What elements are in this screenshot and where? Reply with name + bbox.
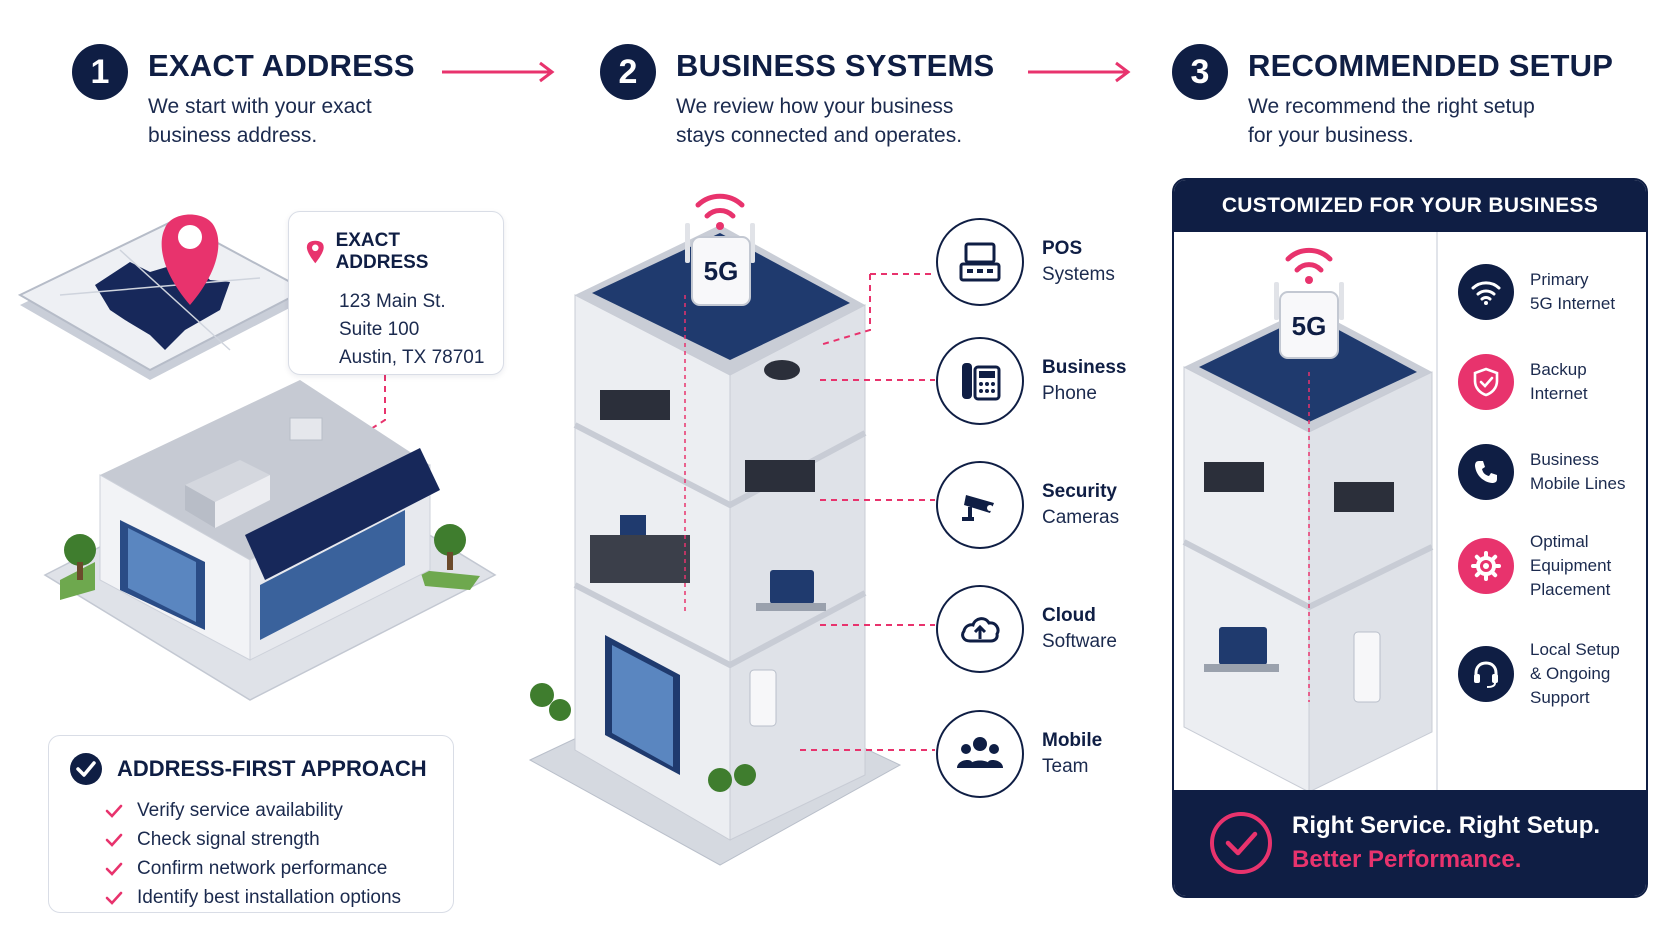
feature-label: Backup Internet <box>1530 360 1588 403</box>
address-line-3: Austin, TX 78701 <box>339 347 485 368</box>
feature-label: Local Setup & Ongoing Support <box>1530 640 1620 707</box>
customized-setup-panel: CUSTOMIZED FOR YOUR BUSINESS 5G <box>1172 178 1648 898</box>
pos-terminal-icon <box>620 515 646 535</box>
step-1-number: 1 <box>72 44 128 100</box>
arrow-right-icon <box>442 61 555 83</box>
recommended-building-illustration: 5G <box>1182 247 1434 792</box>
approach-item: Verify service availability <box>69 796 433 825</box>
check-circle-icon <box>1210 812 1272 874</box>
panel-title: CUSTOMIZED FOR YOUR BUSINESS <box>1174 180 1646 232</box>
security-camera-icon <box>962 495 994 521</box>
desk-icon <box>745 460 815 492</box>
step-2: 2 BUSINESS SYSTEMS We review how your bu… <box>600 44 994 150</box>
desk-icon <box>1204 462 1264 492</box>
step-2-description: We review how your business stays connec… <box>676 95 963 147</box>
system-name: Cloud <box>1042 605 1096 626</box>
feature-backup-internet: Backup Internet <box>1458 354 1588 410</box>
system-sub: Team <box>1042 756 1089 777</box>
step-2-title: BUSINESS SYSTEMS <box>676 48 995 83</box>
laptop-icon <box>1219 627 1267 665</box>
wifi-signal-icon <box>695 193 745 230</box>
system-name: POS <box>1042 238 1083 259</box>
approach-item: Confirm network performance <box>69 854 433 883</box>
step-2-number: 2 <box>600 44 656 100</box>
desk-icon <box>1334 482 1394 512</box>
desk-phone-icon <box>962 363 1001 401</box>
gear-icon <box>1471 551 1501 581</box>
checkmark-icon <box>105 862 123 876</box>
team-icon <box>957 737 1003 768</box>
panel-footer: Right Service. Right Setup. Better Perfo… <box>1174 790 1646 896</box>
check-circle-icon <box>70 753 102 785</box>
step-3-title: RECOMMENDED SETUP <box>1248 48 1614 83</box>
5g-router-icon <box>691 236 751 306</box>
footer-tagline: Right Service. Right Setup. <box>1292 812 1601 839</box>
step-3-description: We recommend the right setup for your bu… <box>1248 95 1535 147</box>
footer-highlight: Better Performance. <box>1292 846 1522 873</box>
exact-address-card: EXACT ADDRESS 123 Main St. Suite 100 Aus… <box>288 211 504 375</box>
feature-business-mobile-lines: Business Mobile Lines <box>1458 444 1625 500</box>
checkmark-icon <box>105 833 123 847</box>
cloud-upload-icon <box>961 617 1000 643</box>
5g-router-icon <box>1279 291 1339 359</box>
headset-icon <box>1474 661 1498 688</box>
system-sub: Cameras <box>1042 507 1120 528</box>
address-line-1: 123 Main St. <box>339 291 446 312</box>
address-card-title: EXACT ADDRESS <box>335 230 429 273</box>
step-1-title: EXACT ADDRESS <box>148 48 415 83</box>
feature-label: Primary 5G Internet <box>1530 270 1616 313</box>
system-pos: POS Systems <box>936 218 1115 306</box>
feature-label: Business Mobile Lines <box>1530 450 1626 493</box>
system-sub: Phone <box>1042 383 1097 404</box>
pos-terminal-icon <box>959 242 1001 282</box>
business-building-illustration: 5G <box>528 193 902 866</box>
location-pin-icon <box>306 240 324 264</box>
counter-icon <box>590 535 690 583</box>
approach-item: Identify best installation options <box>69 883 433 912</box>
router-label: 5G <box>1292 311 1327 341</box>
address-first-approach-card: ADDRESS-FIRST APPROACH Verify service av… <box>48 735 454 913</box>
step-3: 3 RECOMMENDED SETUP We recommend the rig… <box>1172 44 1613 150</box>
location-pin-icon <box>161 214 219 305</box>
system-sub: Systems <box>1042 264 1115 285</box>
checkmark-icon <box>105 804 123 818</box>
step-1-description: We start with your exact business addres… <box>148 95 372 147</box>
step-1: 1 EXACT ADDRESS We start with your exact… <box>72 44 415 150</box>
system-name: Security <box>1042 481 1117 502</box>
feature-label: Optimal Equipment Placement <box>1530 532 1612 599</box>
desk-icon <box>600 390 670 420</box>
wifi-icon <box>1471 281 1501 305</box>
storefront-illustration <box>17 214 497 701</box>
address-line-2: Suite 100 <box>339 319 420 340</box>
panel-divider <box>1436 232 1438 794</box>
system-name: Business <box>1042 357 1127 378</box>
phone-icon <box>1475 461 1497 483</box>
arrow-right-icon <box>1028 61 1131 83</box>
laptop-icon <box>770 570 814 604</box>
security-camera-icon <box>764 360 800 380</box>
router-panel-icon <box>1353 631 1381 703</box>
feature-optimal-equipment-placement: Optimal Equipment Placement <box>1458 530 1611 602</box>
approach-item: Check signal strength <box>69 825 433 854</box>
feature-local-setup-support: Local Setup & Ongoing Support <box>1458 638 1620 710</box>
step-3-number: 3 <box>1172 44 1228 100</box>
system-sub: Software <box>1042 631 1117 652</box>
feature-primary-internet: Primary 5G Internet <box>1458 264 1615 320</box>
wifi-signal-icon <box>1285 247 1333 284</box>
approach-title: ADDRESS-FIRST APPROACH <box>117 756 427 781</box>
checkmark-icon <box>105 891 123 905</box>
shield-check-icon <box>1473 367 1499 397</box>
router-label: 5G <box>704 256 739 286</box>
connector-lines <box>800 273 935 751</box>
system-name: Mobile <box>1042 730 1103 751</box>
router-panel-icon <box>749 669 777 727</box>
